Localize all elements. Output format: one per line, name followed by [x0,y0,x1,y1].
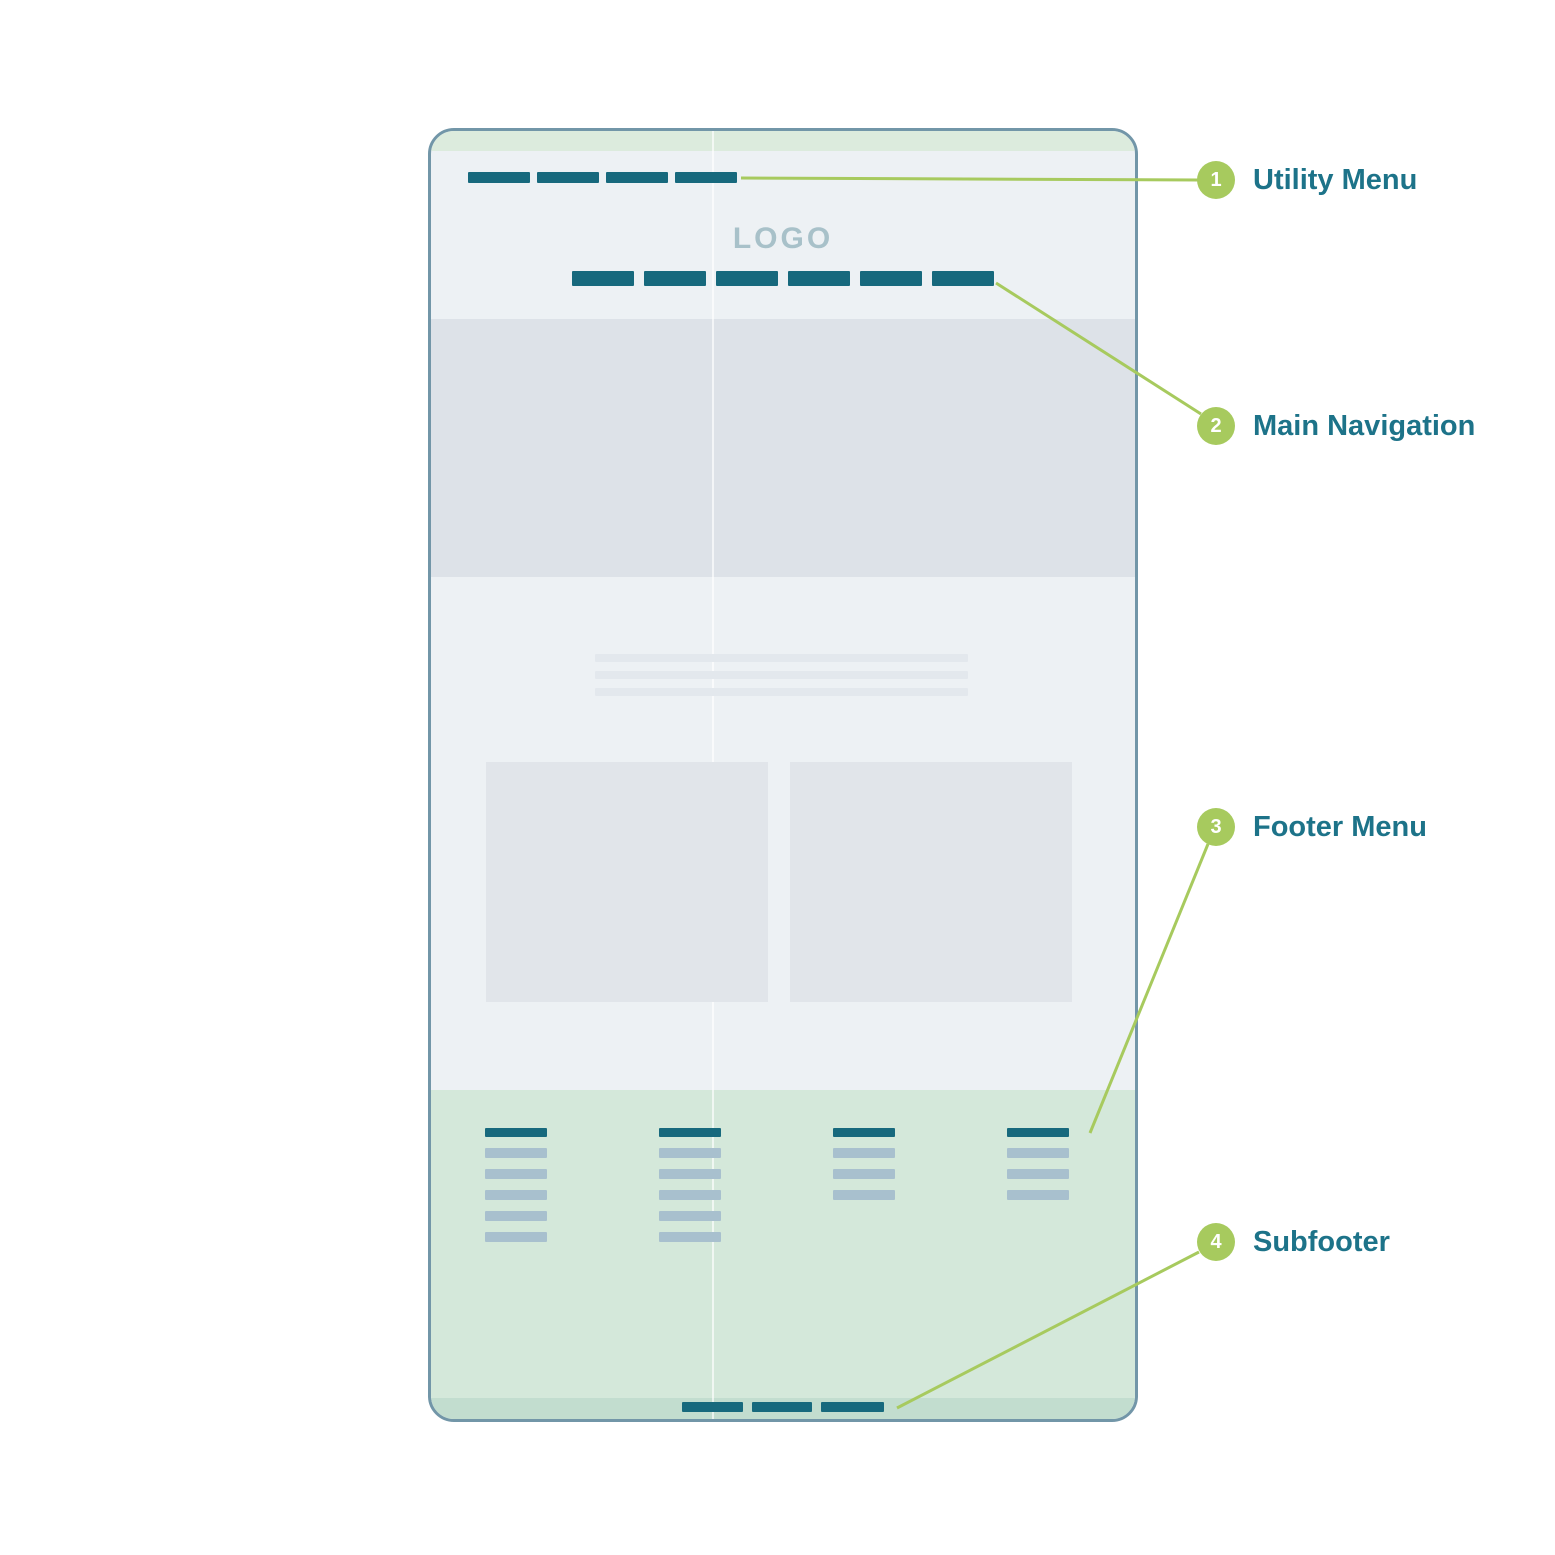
footer-column-heading-bar [485,1128,547,1137]
footer-link-bar [659,1190,721,1200]
footer-link-bar [485,1211,547,1221]
subfooter-item-bar [682,1402,743,1412]
footer-link-bar [833,1190,895,1200]
callout-label-footer-menu: Footer Menu [1253,810,1427,843]
utility-menu-item-bar [537,172,599,183]
callout-label-main-navigation: Main Navigation [1253,409,1476,442]
callout-utility-menu: 1 Utility Menu [1197,161,1417,199]
callout-footer-menu: 3 Footer Menu [1197,808,1427,846]
footer-link-bar [1007,1190,1069,1200]
footer-link-bar [659,1211,721,1221]
footer-link-bar [485,1148,547,1158]
content-box-placeholder [486,762,768,1002]
utility-menu-item-bar [675,172,737,183]
footer-column-links [1007,1148,1069,1200]
main-nav-item-bar [716,271,778,286]
footer-link-bar [833,1169,895,1179]
main-nav-item-bar [860,271,922,286]
footer-link-bar [1007,1169,1069,1179]
main-navigation [572,271,994,286]
content-boxes [486,762,1072,1002]
callout-badge-1: 1 [1197,161,1235,199]
top-band [431,131,1135,151]
subfooter-item-bar [821,1402,884,1412]
callout-badge-2: 2 [1197,407,1235,445]
main-nav-item-bar [572,271,634,286]
text-line-placeholder [595,654,968,662]
main-nav-item-bar [788,271,850,286]
footer-link-bar [485,1232,547,1242]
text-line-placeholder [595,688,968,696]
intro-text-placeholder [595,654,968,696]
callout-subfooter: 4 Subfooter [1197,1223,1390,1261]
footer-link-bar [659,1169,721,1179]
footer-column-heading-bar [833,1128,895,1137]
footer-link-bar [659,1148,721,1158]
footer-column-4 [1007,1128,1069,1200]
text-line-placeholder [595,671,968,679]
footer-column-heading-bar [659,1128,721,1137]
callout-label-utility-menu: Utility Menu [1253,163,1418,196]
footer-column-1 [485,1128,547,1242]
footer-column-links [833,1148,895,1200]
utility-menu-item-bar [606,172,668,183]
webpage-wireframe: LOGO [428,128,1138,1422]
logo-text: LOGO [732,222,834,255]
subfooter-menu [682,1402,884,1412]
subfooter-item-bar [752,1402,812,1412]
footer-link-bar [659,1232,721,1242]
footer-column-2 [659,1128,721,1242]
footer-column-links [659,1148,721,1242]
utility-menu-item-bar [468,172,530,183]
utility-menu [468,172,737,183]
footer-link-bar [833,1148,895,1158]
footer-link-bar [485,1190,547,1200]
footer-column-heading-bar [1007,1128,1069,1137]
footer-link-bar [1007,1148,1069,1158]
callout-badge-4: 4 [1197,1223,1235,1261]
callout-label-subfooter: Subfooter [1253,1225,1390,1258]
main-nav-item-bar [932,271,994,286]
footer-column-3 [833,1128,895,1200]
callout-badge-3: 3 [1197,808,1235,846]
callout-main-navigation: 2 Main Navigation [1197,407,1475,445]
footer-link-bar [485,1169,547,1179]
footer-column-links [485,1148,547,1242]
hero-placeholder [431,319,1135,577]
content-box-placeholder [790,762,1072,1002]
main-nav-item-bar [644,271,706,286]
